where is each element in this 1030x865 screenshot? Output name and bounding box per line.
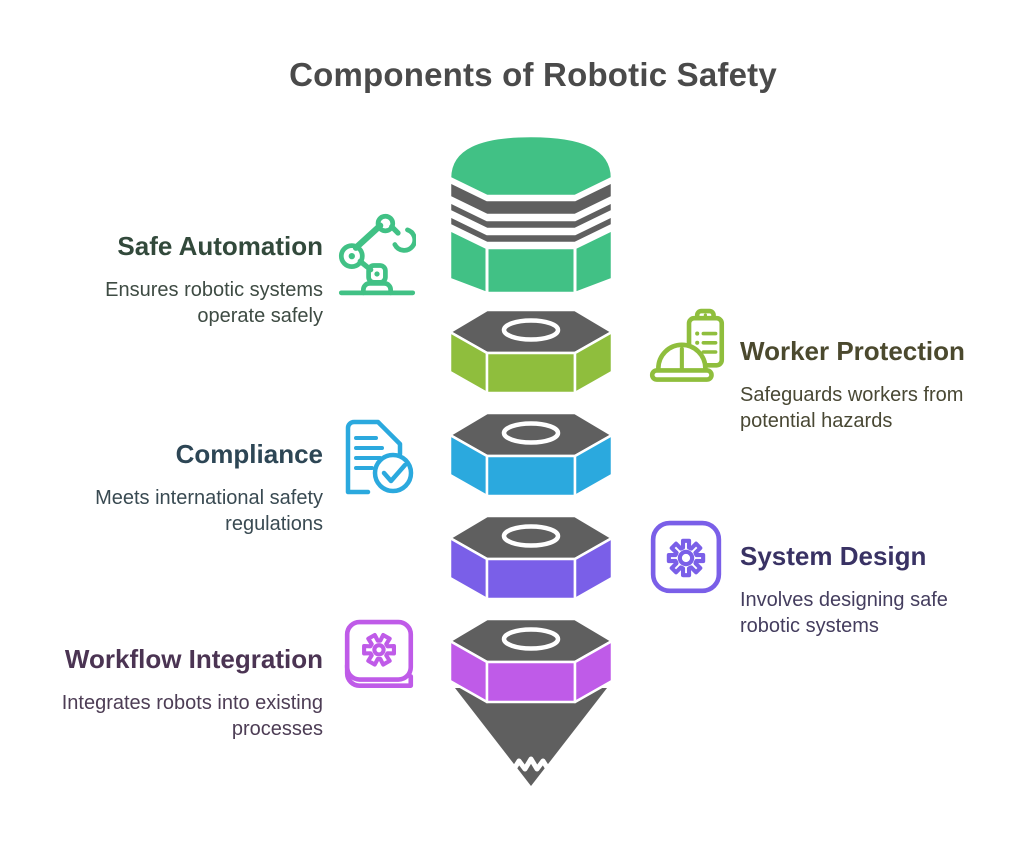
nut-hole-ring: [501, 524, 561, 548]
section-description: Safeguards workers from potential hazard…: [740, 384, 964, 432]
cap-body: [448, 228, 614, 295]
cap-face-separators: [485, 248, 577, 293]
section-safe-automation: Safe Automation Ensures robotic systems …: [63, 231, 323, 329]
section-title: Compliance: [175, 439, 323, 469]
nut-segment-worker-protection: [448, 308, 614, 395]
nut-front-face: [485, 351, 577, 395]
section-description: Integrates robots into existing processe…: [61, 692, 323, 740]
section-description: Involves designing safe robotic systems: [740, 589, 948, 637]
pencil-graphic: [448, 134, 614, 786]
ferrule-band: [448, 214, 614, 245]
nut-hole-ring: [501, 421, 561, 445]
nut-right-face: [573, 330, 614, 395]
section-title: Safe Automation: [117, 231, 323, 261]
section-title: Worker Protection: [740, 336, 965, 366]
nut-front-face: [485, 557, 577, 601]
nut-segment-system-design: [448, 514, 614, 601]
nut-hole-ring: [501, 318, 561, 342]
section-description: Ensures robotic systems operate safely: [105, 279, 323, 327]
ferrule-band: [448, 180, 614, 217]
section-description: Meets international safety regulations: [95, 487, 323, 535]
section-compliance: Compliance Meets international safety re…: [61, 439, 323, 537]
pencil-tip: [455, 688, 607, 786]
robot-arm-icon: [338, 212, 416, 296]
section-title: Workflow Integration: [64, 644, 323, 674]
hard-hat-clipboard-icon: [648, 308, 728, 398]
section-title: System Design: [740, 541, 927, 571]
section-workflow-integration: Workflow Integration Integrates robots i…: [3, 644, 323, 742]
nut-right-face: [573, 536, 614, 601]
book-gear-icon: [342, 619, 418, 699]
ferrule-band: [448, 200, 614, 231]
nut-segment-workflow-integration: [448, 617, 614, 704]
gear-icon: [650, 520, 722, 596]
nut-front-face: [485, 660, 577, 704]
nut-front-face: [485, 454, 577, 498]
nut-right-face: [573, 639, 614, 704]
section-system-design: System Design Involves designing safe ro…: [740, 541, 980, 639]
nut-hole-ring: [501, 627, 561, 651]
tip-crack: [509, 756, 553, 775]
nut-right-face: [573, 433, 614, 498]
page-title: Components of Robotic Safety: [289, 56, 777, 93]
eraser-dome: [448, 134, 614, 198]
nut-segment-compliance: [448, 411, 614, 498]
eraser-cap-segment: [448, 134, 614, 295]
section-worker-protection: Worker Protection Safeguards workers fro…: [740, 336, 1002, 434]
document-check-icon: [336, 418, 420, 500]
